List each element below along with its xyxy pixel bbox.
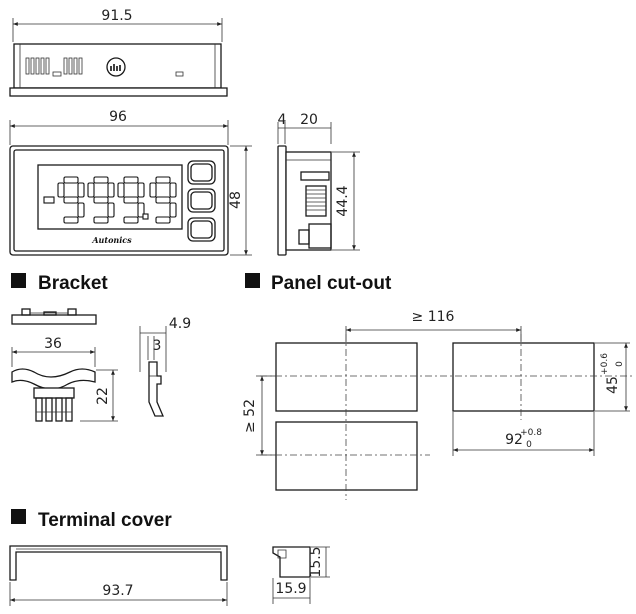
lcd-window xyxy=(37,164,183,230)
bracket-front-view: 36 22 xyxy=(11,336,118,422)
segment-f xyxy=(117,182,125,198)
segment-f xyxy=(57,182,65,198)
minus-segment xyxy=(43,196,55,204)
segment-f xyxy=(87,182,95,198)
bracket-side-profile xyxy=(148,361,164,417)
digit-5 xyxy=(149,176,177,224)
cutout-bottom-left xyxy=(275,421,418,491)
front-view: 96 48 Autonics xyxy=(9,109,252,256)
cover-height-label: 15.5 xyxy=(308,546,324,577)
segment-b xyxy=(77,182,85,198)
segment-b xyxy=(169,182,177,198)
front-bezel xyxy=(9,145,229,256)
front-button-3[interactable] xyxy=(187,217,216,242)
cutout-width-tol-lower: 0 xyxy=(526,440,532,450)
terminal-cover-heading: Terminal cover xyxy=(38,510,172,531)
cutout-height-label: 45 xyxy=(605,376,621,394)
cutout-width-label: 92 xyxy=(505,432,523,448)
segment-d xyxy=(63,216,79,224)
brand-label: Autonics xyxy=(91,235,132,245)
side-view: 4 20 44.4 xyxy=(277,112,360,256)
segment-c xyxy=(77,202,85,218)
bracket-heading: Bracket xyxy=(38,273,108,294)
digit-3 xyxy=(87,176,115,224)
terminal-cover-side: 15.9 15.5 xyxy=(272,546,330,604)
segment-g xyxy=(155,196,171,204)
segment-g xyxy=(63,196,79,204)
side-depth-a-label: 4 xyxy=(278,112,287,128)
top-terminal-group xyxy=(25,57,83,77)
cutout-spacing-h-label: ≥ 116 xyxy=(412,309,455,325)
side-depth-b-label: 20 xyxy=(300,112,318,128)
panel-cutout-diagram: ≥ 116 ≥ 52 45 +0.6 0 92 +0.8 0 xyxy=(242,309,632,500)
cutout-top-right xyxy=(452,342,595,412)
cutout-height-tol-upper: +0.6 xyxy=(600,353,610,375)
segment-d xyxy=(155,216,171,224)
bracket-side-view: 4.9 3 xyxy=(139,316,191,417)
front-height-label: 48 xyxy=(228,191,244,209)
front-width-label: 96 xyxy=(109,109,127,125)
digit-2 xyxy=(57,176,85,224)
seven-segment-display xyxy=(43,176,177,224)
segment-b xyxy=(137,182,145,198)
terminal-cover-profile xyxy=(272,546,311,578)
segment-a xyxy=(155,176,171,184)
bracket-arch xyxy=(11,368,96,390)
side-height-label: 44.4 xyxy=(335,185,351,216)
bracket-side-b-label: 3 xyxy=(153,338,162,354)
digit-4 xyxy=(117,176,145,224)
cutout-height-tol-lower: 0 xyxy=(615,361,625,367)
top-knob-icon xyxy=(106,57,126,77)
front-button-1[interactable] xyxy=(187,160,216,185)
cutout-width-tol-upper: +0.8 xyxy=(520,428,542,438)
top-view: 91.5 xyxy=(9,8,228,97)
segment-c xyxy=(169,202,177,218)
panel-cutout-heading: Panel cut-out xyxy=(271,273,392,294)
digit-1 xyxy=(43,196,55,204)
bracket-top-body xyxy=(11,314,97,325)
segment-a xyxy=(123,176,139,184)
cover-depth-label: 15.9 xyxy=(275,581,306,597)
side-bezel xyxy=(277,145,287,256)
terminal-cover-heading-square-icon xyxy=(11,509,26,524)
cutout-top-left xyxy=(275,342,418,412)
bracket-side-a-label: 4.9 xyxy=(169,316,191,332)
segment-d xyxy=(93,216,109,224)
bracket-width-label: 36 xyxy=(44,336,62,352)
segment-f xyxy=(149,182,157,198)
top-flange xyxy=(9,87,228,97)
cutout-spacing-v-label: ≥ 52 xyxy=(242,399,258,433)
cover-width-label: 93.7 xyxy=(102,583,133,599)
segment-g xyxy=(123,196,139,204)
panel-cutout-heading-square-icon xyxy=(245,273,260,288)
terminal-cover-front: 93.7 xyxy=(9,545,228,606)
segment-g xyxy=(93,196,109,204)
bracket-top-view xyxy=(11,308,97,325)
segment-a xyxy=(63,176,79,184)
segment-c xyxy=(107,202,115,218)
segment-b xyxy=(107,182,115,198)
terminal-cover-body xyxy=(9,545,228,581)
segment-a xyxy=(93,176,109,184)
front-button-2[interactable] xyxy=(187,188,216,213)
bracket-height-label: 22 xyxy=(95,387,111,405)
top-width-label: 91.5 xyxy=(101,8,132,24)
bracket-heading-square-icon xyxy=(11,273,26,288)
segment-d xyxy=(123,216,139,224)
